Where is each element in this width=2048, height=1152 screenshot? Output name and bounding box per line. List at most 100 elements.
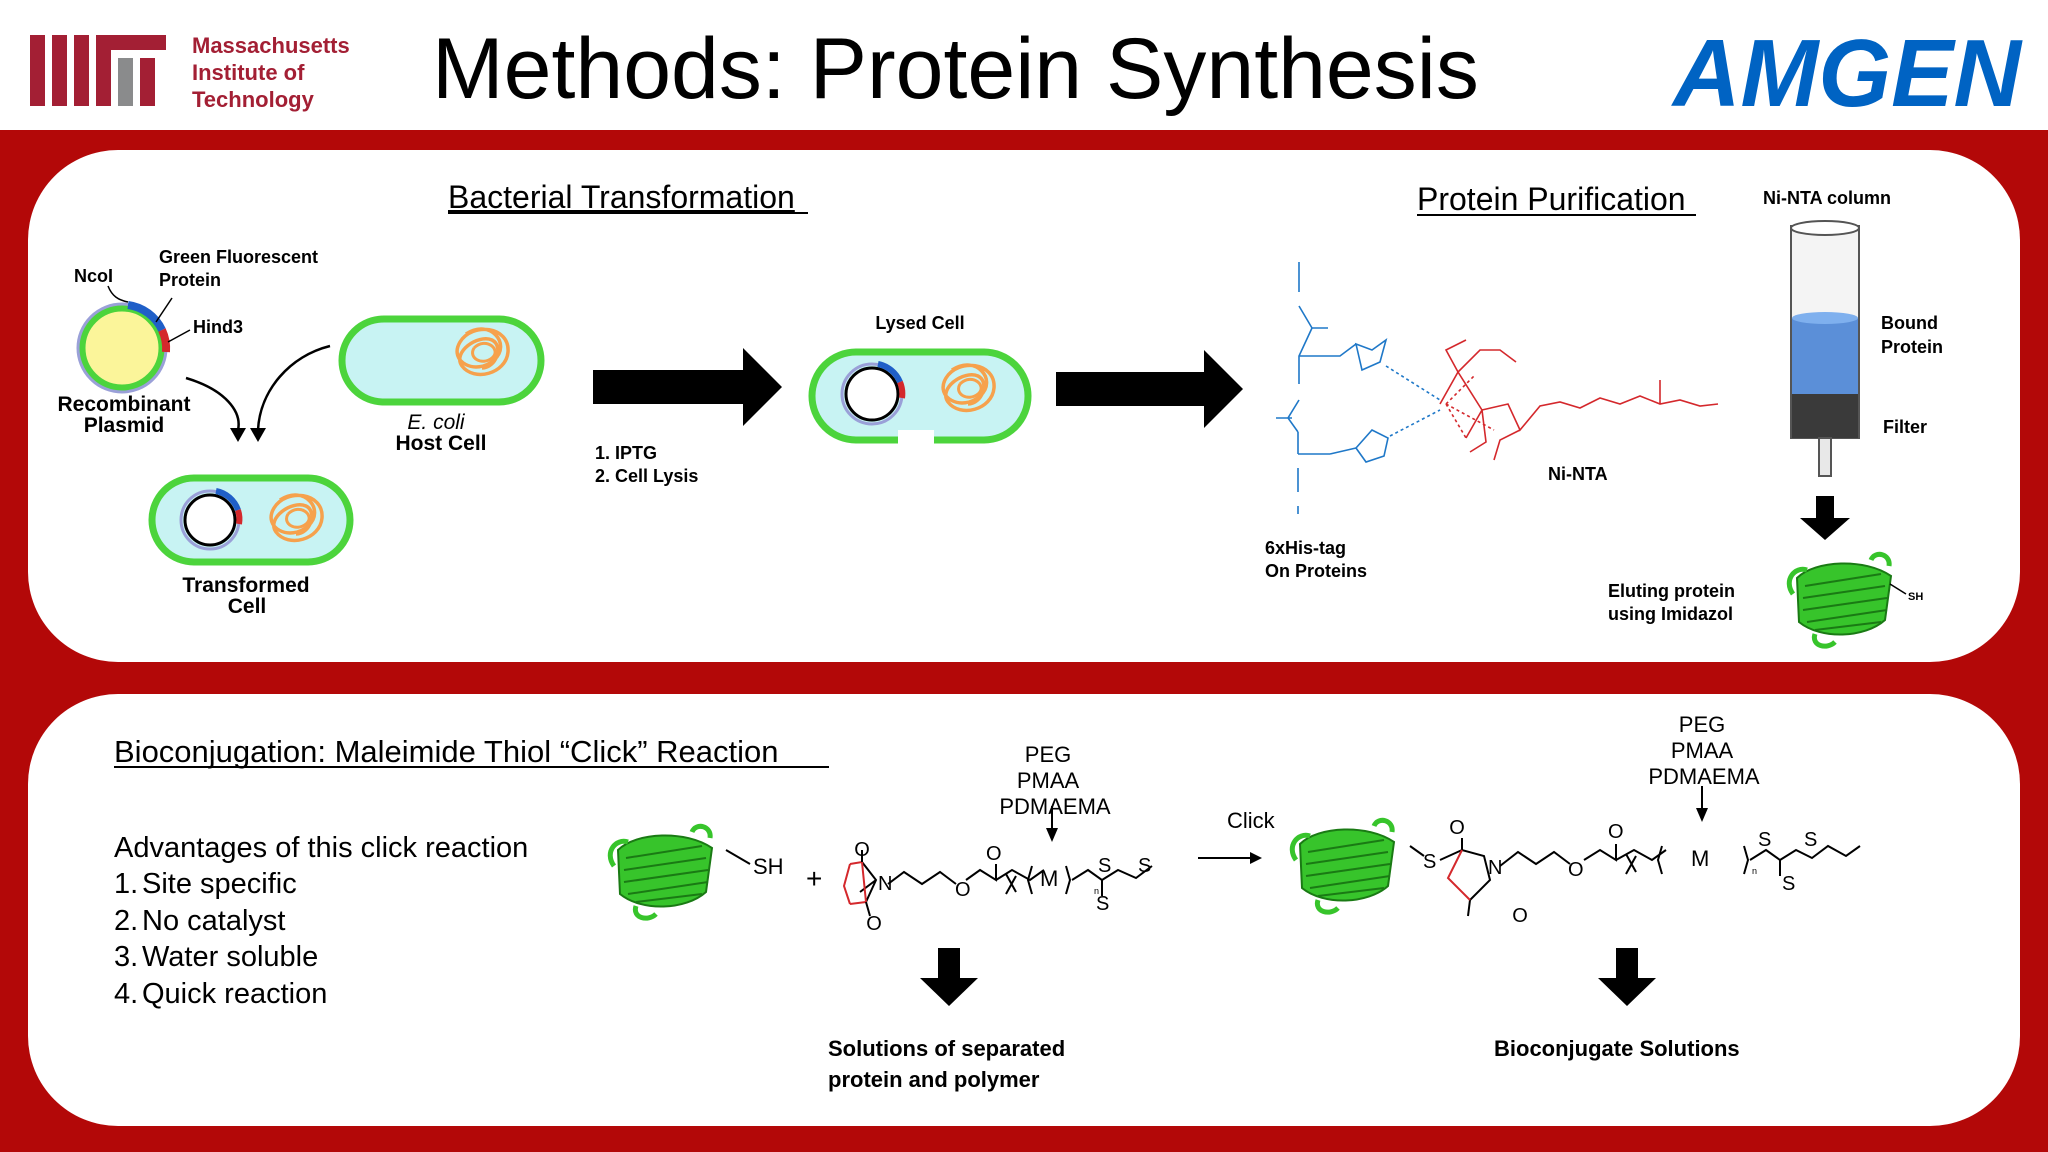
lysed-cell xyxy=(808,348,1032,450)
result-left-line1: Solutions of separated xyxy=(828,1036,1065,1061)
advantage-number-2: 2. xyxy=(114,905,138,937)
plasmid-label-line2: Plasmid xyxy=(84,414,165,437)
result-right-label: Bioconjugate Solutions xyxy=(1494,1036,1740,1061)
ecoli-label: E. coli xyxy=(407,411,466,434)
click-arrowhead xyxy=(1250,852,1262,864)
polymer-pdmaema: PDMAEMA xyxy=(999,794,1111,819)
hind3-label: Hind3 xyxy=(193,317,243,337)
advantage-number-1: 1. xyxy=(114,868,138,900)
conjugate-oxygen-top: O xyxy=(1449,817,1465,839)
conjugate-trithio-s2: S xyxy=(1782,873,1795,895)
trithio-s1: S xyxy=(1098,855,1111,877)
thiol-bond xyxy=(725,849,751,865)
maleimide-oxygen-bottom: O xyxy=(866,913,882,935)
lysis-arrow xyxy=(593,348,782,426)
advantage-number-3: 3. xyxy=(114,941,138,973)
conjugate-site-arrow xyxy=(1696,808,1708,822)
hind3-pointer xyxy=(167,329,191,343)
advantage-item-3: Water soluble xyxy=(142,941,318,973)
plus-sign: + xyxy=(806,863,822,894)
ni-nta-column-label: Ni-NTA column xyxy=(1763,188,1891,208)
conjugate-trithio-s1: S xyxy=(1758,829,1771,851)
polymer-site-arrow xyxy=(1046,828,1058,842)
conjugate-ester-oxygen: O xyxy=(1568,859,1584,881)
his-tag-structure xyxy=(1276,262,1441,514)
conjugate-polymer-pmaa: PMAA xyxy=(1671,738,1734,763)
trithio-s2: S xyxy=(1096,893,1109,915)
advantage-item-4: Quick reaction xyxy=(142,978,327,1010)
left-result-arrow xyxy=(920,948,978,1006)
polymer-peg: PEG xyxy=(1025,742,1071,767)
ncoi-label: NcoI xyxy=(74,266,113,286)
eluted-gfp-protein xyxy=(1789,554,1891,646)
bound-protein-label-line2: Protein xyxy=(1881,337,1943,357)
purification-heading: Protein Purification xyxy=(1417,181,1686,217)
trithio-s3: S xyxy=(1138,855,1151,877)
conjugate-structure xyxy=(1439,786,1861,917)
advantages-title: Advantages of this click reaction xyxy=(114,832,528,864)
conjugate-polymer-pdmaema: PDMAEMA xyxy=(1648,764,1760,789)
transformed-cell xyxy=(148,474,354,566)
ester-oxygen: O xyxy=(955,879,971,901)
conjugate-nitrogen: N xyxy=(1488,857,1502,879)
conjugate-monomer-m: M xyxy=(1691,846,1709,871)
host-to-cell-arrow xyxy=(256,344,331,431)
maleimide-oxygen-top: O xyxy=(854,839,870,861)
ni-nta-column xyxy=(1790,220,1860,477)
conjugate-trithio-s3: S xyxy=(1804,829,1817,851)
thiol-bond xyxy=(1409,845,1425,857)
his-tag-label-line1: 6xHis-tag xyxy=(1265,538,1346,558)
reactant-sh-label: SH xyxy=(753,854,784,879)
bioconjugation-heading: Bioconjugation: Maleimide Thiol “Click” … xyxy=(114,734,779,769)
purification-arrow xyxy=(1056,350,1243,428)
plasmid-to-cell-arrow xyxy=(185,376,240,431)
arrowhead xyxy=(250,428,266,442)
ni-nta-label: Ni-NTA xyxy=(1548,464,1608,484)
gfp-label-line2: Protein xyxy=(159,270,221,290)
advantage-item-1: Site specific xyxy=(142,868,297,900)
conjugate-repeat-n: n xyxy=(1752,866,1757,876)
mit-name-line1: Massachusetts xyxy=(192,33,350,58)
recombinant-plasmid xyxy=(76,301,171,394)
result-left-line2: protein and polymer xyxy=(828,1067,1040,1092)
thiol-bond xyxy=(1889,583,1907,595)
carbonyl-oxygen: O xyxy=(986,843,1002,865)
transformed-label-line2: Cell xyxy=(228,595,267,618)
conjugate-oxygen-bottom: O xyxy=(1512,905,1528,927)
repeat-n-label: n xyxy=(1094,886,1099,896)
ncoi-pointer xyxy=(107,285,129,303)
amgen-logo: AMGEN xyxy=(1671,20,2023,127)
product-gfp-protein xyxy=(1292,820,1394,912)
advantage-item-2: No catalyst xyxy=(142,905,285,937)
plasmid-label-line1: Recombinant xyxy=(57,393,190,416)
advantage-number-4: 4. xyxy=(114,978,138,1010)
host-cell-label: Host Cell xyxy=(395,432,486,455)
mit-name-line3: Technology xyxy=(192,87,315,112)
right-result-arrow xyxy=(1598,948,1656,1006)
ni-nta-structure xyxy=(1439,339,1719,461)
monomer-m-label: M xyxy=(1040,866,1058,891)
step-cell-lysis: 2. Cell Lysis xyxy=(595,466,698,486)
reactant-gfp-protein xyxy=(610,826,712,918)
maleimide-nitrogen: N xyxy=(878,873,892,895)
elute-label-line2: using Imidazol xyxy=(1608,604,1733,624)
gfp-pointer xyxy=(155,297,173,323)
step-iptg: 1. IPTG xyxy=(595,443,657,463)
transformed-label-line1: Transformed xyxy=(182,574,309,597)
click-label: Click xyxy=(1227,808,1276,833)
bound-protein-label-line1: Bound xyxy=(1881,313,1938,333)
ecoli-host-cell xyxy=(338,315,545,406)
lysed-cell-label: Lysed Cell xyxy=(875,313,964,333)
mit-name-line2: Institute of xyxy=(192,60,305,85)
filter-label: Filter xyxy=(1883,417,1927,437)
conjugate-polymer-peg: PEG xyxy=(1679,712,1725,737)
page-title: Methods: Protein Synthesis xyxy=(432,21,1479,117)
conjugate-carbonyl-oxygen: O xyxy=(1608,821,1624,843)
elute-label-line1: Eluting protein xyxy=(1608,581,1735,601)
transformation-heading: Bacterial Transformation xyxy=(448,179,795,215)
arrowhead xyxy=(230,428,246,442)
eluted-sh-label: SH xyxy=(1908,591,1923,603)
elution-arrow xyxy=(1800,496,1850,540)
